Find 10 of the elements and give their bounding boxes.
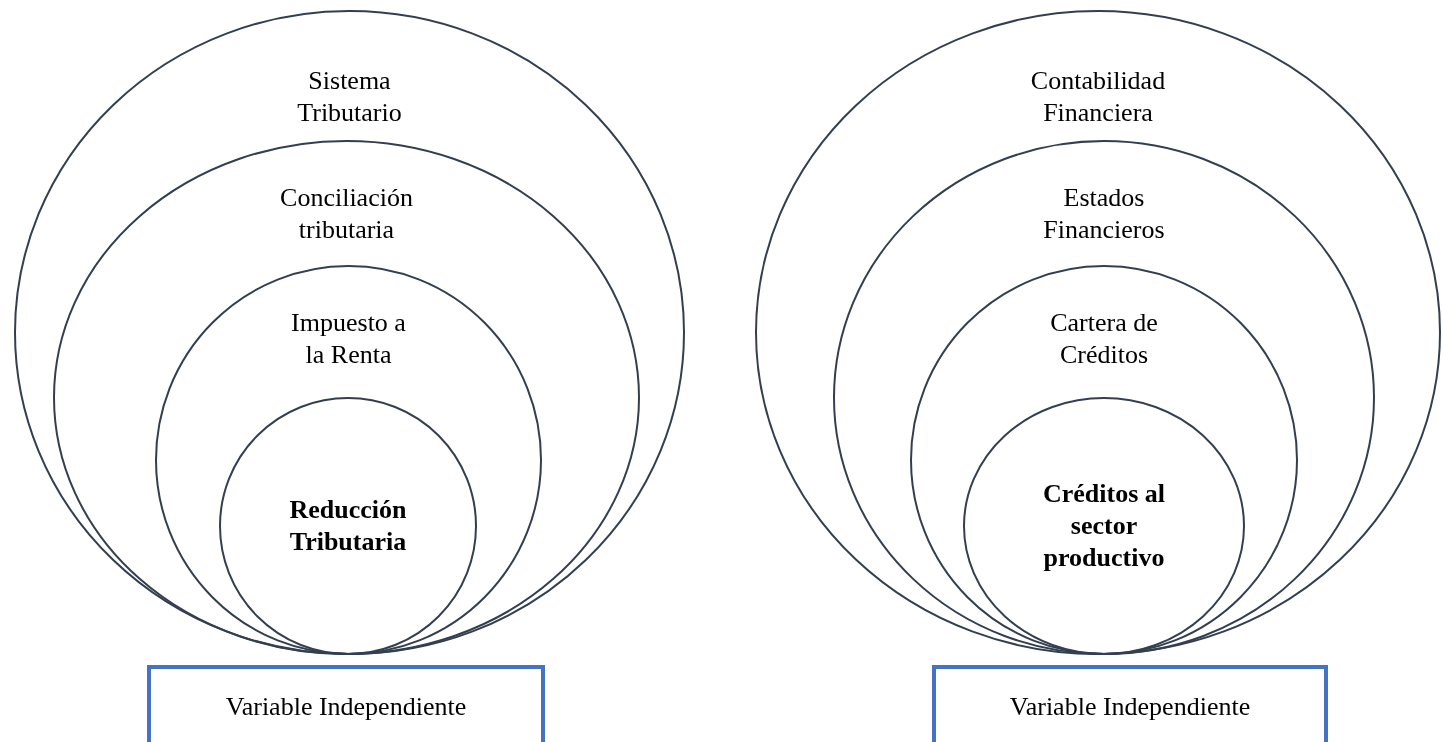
caption-box: Variable Independiente <box>932 665 1328 742</box>
circle-label: Sistema Tributario <box>296 65 403 129</box>
circle-label: Contabilidad Financiera <box>1029 65 1167 129</box>
circle-label: Créditos al sector productivo <box>1041 478 1166 574</box>
circle-label: Conciliación tributaria <box>279 182 414 246</box>
circle-label: Impuesto a la Renta <box>290 307 407 371</box>
circle-label: Cartera de Créditos <box>1049 307 1159 371</box>
circle-label: Estados Financieros <box>1042 182 1166 246</box>
circle-label: Reducción Tributaria <box>288 494 408 558</box>
caption-box: Variable Independiente <box>147 665 545 742</box>
